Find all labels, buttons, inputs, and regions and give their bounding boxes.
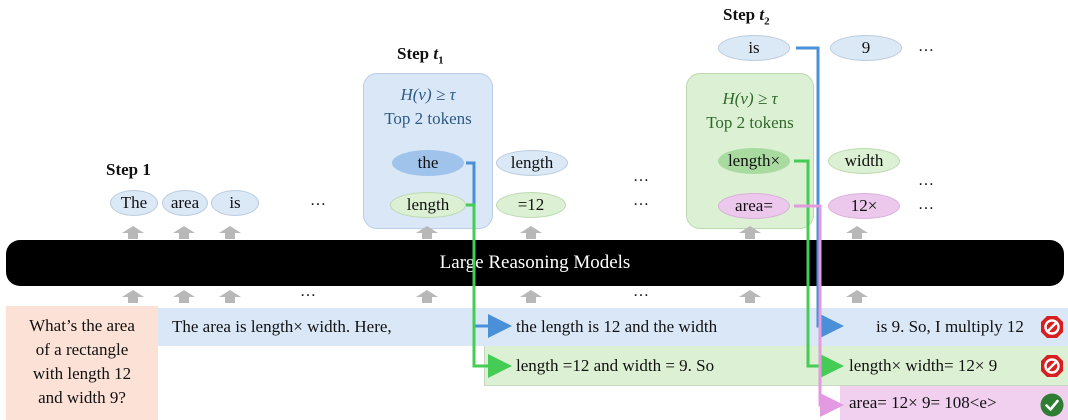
token-after-t2-green: width	[828, 148, 900, 174]
question-line-3: and width 9?	[38, 388, 126, 407]
step-t2-label: Step t2	[723, 5, 770, 27]
ellipsis-input-left: …	[300, 283, 317, 300]
ellipsis-t2-pink: …	[918, 196, 935, 213]
arrow-up-icon	[173, 290, 195, 303]
arrow-up-icon	[173, 226, 195, 239]
question-line-0: What’s the area	[29, 316, 135, 335]
arrow-up-icon	[416, 226, 438, 239]
token-t2-top1: length×	[718, 148, 790, 174]
segment-pink-end: area= 12× 9= 108<e>	[849, 393, 997, 412]
step-t1-sub: 1	[438, 54, 444, 67]
question-line-2: with length 12	[32, 364, 132, 383]
reject-icon	[1040, 315, 1064, 339]
segment-prefix: The area is length× width. Here,	[172, 317, 392, 336]
segment-blue-end: is 9. So, I multiply 12	[876, 317, 1024, 336]
arrow-up-icon	[416, 290, 438, 303]
token-t2-top2: area=	[718, 193, 790, 219]
segment-pink-row	[840, 386, 1068, 420]
ellipsis-t2-blue: …	[918, 38, 935, 55]
step-1-label: Step 1	[106, 160, 151, 179]
question-box: What’s the area of a rectangle with leng…	[6, 306, 158, 420]
segment-green-row	[484, 346, 1068, 386]
accept-check-icon	[1040, 393, 1064, 417]
arrow-up-icon	[219, 226, 241, 239]
arrow-up-icon	[846, 290, 868, 303]
arrow-up-icon	[739, 290, 761, 303]
segment-green-mid: length =12 and width = 9. So	[516, 356, 715, 375]
ellipsis-mid-lower: …	[633, 192, 650, 209]
segment-blue-row	[158, 308, 1068, 346]
arrow-up-icon	[122, 226, 144, 239]
ellipsis-step1: …	[310, 192, 327, 209]
token-t2-blue-0: is	[718, 35, 790, 61]
panel-t1-subtitle: Top 2 tokens	[384, 109, 472, 128]
step-t1-label: Step t1	[397, 44, 444, 66]
ellipsis-t2-green: …	[918, 172, 935, 189]
arrow-up-icon	[520, 290, 542, 303]
token-step1-2: is	[211, 190, 259, 216]
step-t2-sub: 2	[764, 15, 770, 28]
arrow-up-icon	[846, 226, 868, 239]
token-t1-top2: length	[390, 192, 466, 218]
token-step1-1: area	[162, 190, 208, 216]
arrow-up-icon	[520, 226, 542, 239]
segment-green-end: length× width= 12× 9	[849, 356, 998, 375]
token-t2-blue-1: 9	[830, 35, 902, 61]
token-after-t2-pink: 12×	[828, 193, 900, 219]
token-step1-0: The	[110, 190, 158, 216]
step-t2-prefix: Step	[723, 5, 760, 24]
token-after-t1-blue: length	[496, 150, 568, 176]
arrow-up-icon	[219, 290, 241, 303]
token-t1-top1: the	[392, 150, 464, 176]
panel-t1-condition: H(v) ≥ τ	[400, 85, 456, 104]
step-t1-prefix: Step	[397, 44, 434, 63]
step-t2-var: t	[759, 5, 765, 24]
panel-t2-subtitle: Top 2 tokens	[706, 113, 794, 132]
token-after-t1-green: =12	[496, 192, 566, 218]
question-line-1: of a rectangle	[35, 340, 129, 359]
reject-icon	[1040, 354, 1064, 378]
ellipsis-mid-upper: …	[633, 168, 650, 185]
large-reasoning-models-bar: Large Reasoning Models	[6, 240, 1064, 286]
segment-blue-mid: the length is 12 and the width	[516, 317, 718, 336]
arrow-up-icon	[122, 290, 144, 303]
ellipsis-input-right: …	[633, 283, 650, 300]
step-t1-var: t	[433, 44, 439, 63]
arrow-up-icon	[739, 226, 761, 239]
panel-t2-condition: H(v) ≥ τ	[722, 89, 778, 108]
